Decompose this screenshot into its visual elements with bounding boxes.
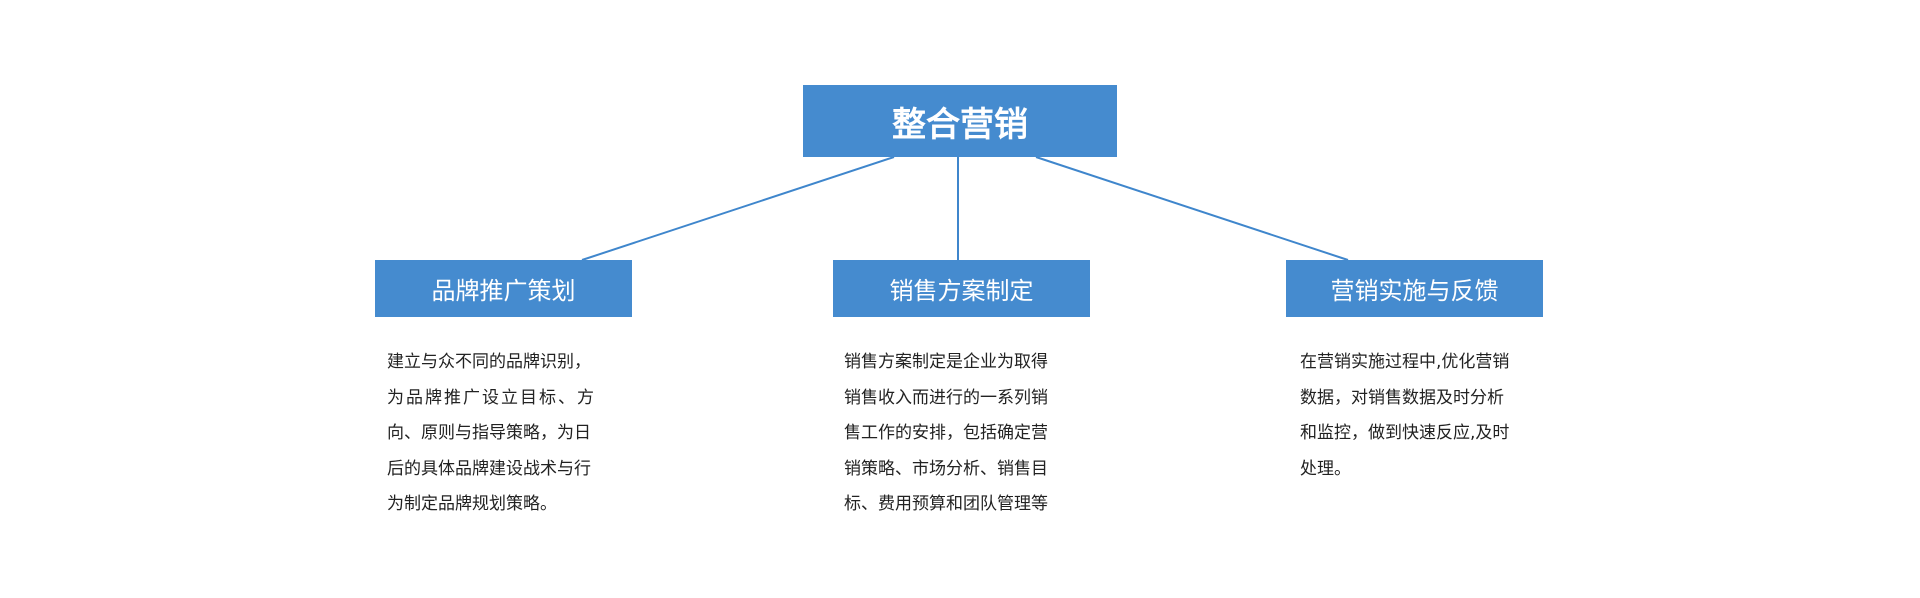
description-line: 为品牌推广设立目标、方	[387, 387, 596, 408]
description-line: 后的具体品牌建设战术与行	[387, 458, 591, 479]
root-title: 整合营销	[892, 104, 1028, 145]
description-line: 和监控，做到快速反应,及时	[1300, 423, 1510, 443]
branch-title: 品牌推广策划	[431, 277, 576, 305]
description-line: 数据，对销售数据及时分析	[1300, 387, 1504, 408]
branch-title: 营销实施与反馈	[1330, 277, 1499, 305]
description-line: 向、原则与指导策略，为日	[387, 423, 591, 443]
root-node: 整合营销	[803, 85, 1117, 157]
branch-implementation-feedback: 营销实施与反馈	[1286, 260, 1543, 317]
description-line: 建立与众不同的品牌识别，	[387, 352, 591, 372]
connector-left	[581, 156, 895, 261]
description-line: 销策略、市场分析、销售目	[844, 458, 1048, 479]
branch-sales-plan: 销售方案制定	[833, 260, 1090, 317]
branch-description-feedback: 在营销实施过程中,优化营销 数据，对销售数据及时分析 和监控，做到快速反应,及时…	[1300, 345, 1540, 487]
description-line: 销售收入而进行的一系列销	[844, 387, 1048, 408]
branch-description-sales: 销售方案制定是企业为取得 销售收入而进行的一系列销 售工作的安排，包括确定营 销…	[844, 345, 1084, 523]
description-line: 处理。	[1300, 458, 1351, 479]
branch-description-brand: 建立与众不同的品牌识别， 为品牌推广设立目标、方 向、原则与指导策略，为日 后的…	[387, 345, 627, 523]
branch-title: 销售方案制定	[889, 277, 1034, 305]
description-line: 销售方案制定是企业为取得	[844, 352, 1048, 372]
description-line: 在营销实施过程中,优化营销	[1300, 352, 1510, 372]
description-line: 标、费用预算和团队管理等	[844, 494, 1048, 514]
description-line: 售工作的安排，包括确定营	[844, 423, 1048, 443]
connector-right	[1035, 156, 1349, 261]
branch-brand-promotion: 品牌推广策划	[375, 260, 632, 317]
description-line: 为制定品牌规划策略。	[387, 494, 557, 514]
